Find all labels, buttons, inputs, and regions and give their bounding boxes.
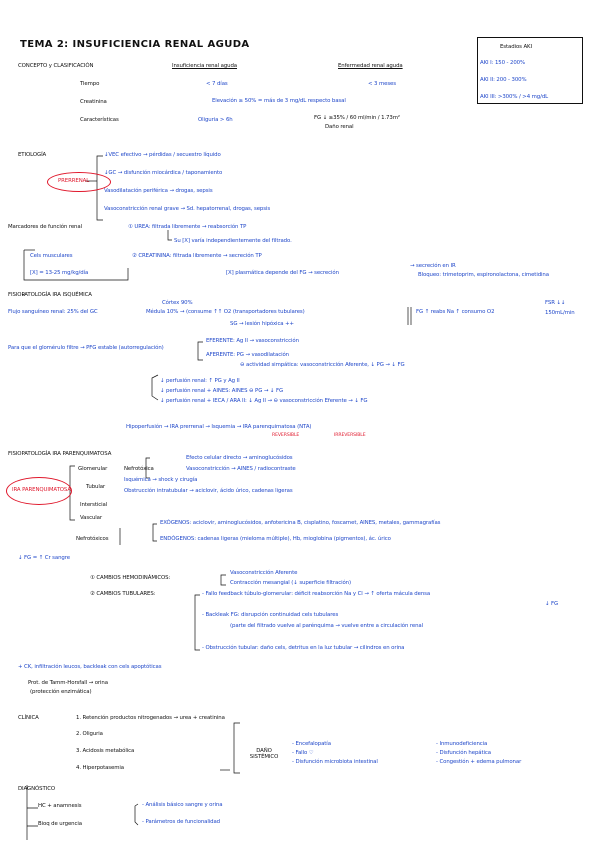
diag-bioq: Bioq de urgencia [38,821,82,827]
ira-parenq-oval [6,477,72,505]
page-title: TEMA 2: INSUFICIENCIA RENAL AGUDA [20,39,250,50]
creatinina-line-2: [X] plasmática depende del FG → secreció… [226,270,339,276]
nefrotoxicos-label: Nefrotóxicos [76,536,109,542]
clinica-item: 1. Retención productos nitrogenados → ur… [76,715,225,721]
ira-parenq-label: IRA PARENQUIMATOSA [12,487,71,493]
concepto-value: Oliguria > 6h [198,117,233,123]
concepto-value: < 3 meses [368,81,396,87]
parenq-label: FISIOPATOLOGÍA IRA PARENQUIMATOSA [8,451,112,457]
marcadores-box-line: Cels musculares [30,253,73,259]
medula-line: Médula 10% → (consume ↑↑ O2 (transportad… [146,309,305,315]
tub-detail: ↓ FG [545,601,559,607]
hemo-detail: Contracción mesangial (↓ superficie filt… [230,580,352,586]
clinica-item: 2. Oliguria [76,731,103,737]
parenq-detail: Efecto celular directo → aminoglucósidos [186,455,293,461]
dano-sistemico: DAÑO SISTÉMICO [249,748,279,761]
clinica-detail: - Disfunción hepática [436,750,491,756]
tub-detail: (parte del filtrado vuelve al parénquima… [230,623,424,629]
diagnostico-label: DIAGNÓSTICO [18,786,55,792]
urea-line-2: Su [X] varía independientemente del filt… [174,238,292,244]
marcadores-label: Marcadores de función renal [8,224,82,230]
concepto-row-label: Características [80,117,119,123]
reversible-label: REVERSIBLE [272,433,300,438]
fsr-line: FSR ↓↓ [545,300,566,306]
concepto-col-2: Enfermedad renal aguda [338,63,403,69]
concepto-row-label: Tiempo [80,81,100,87]
tub-detail: - Backleak FG: disrupción continuidad ce… [202,612,339,618]
diag-detail: - Análisis básico sangre y orina [142,802,223,808]
parenq-item: Intersticial [80,502,108,508]
hemo-detail: Vasoconstricción Aferente [230,570,298,576]
clinica-detail: - Inmunodeficiencia [436,741,488,747]
prot-line-2: (protección enzimática) [30,689,92,695]
cambios-hemo: ① CAMBIOS HEMODINÁMICOS: [90,575,171,581]
concepto-value: < 7 días [206,81,228,87]
concepto-value: FG ↓ ≥35% / 60 ml/min / 1.73m² [314,115,400,121]
parenq-item: Tubular [86,484,106,490]
aki-stage-3: AKI III: >300% / >4 mg/dL [480,94,549,100]
urea-line: ① UREA: filtrada libremente → reabsorció… [128,224,247,230]
glomerulo-line: Para que el glomérulo filtre → PFG estab… [8,345,164,351]
flujo-line: Flujo sanguíneo renal: 25% del GC [8,309,98,315]
etiologia-item: ↓GC → disfunción miocárdica / taponamien… [104,170,223,176]
diag-hc: HC + anamnesis [38,803,82,809]
clinica-detail: - Disfunción microbiota intestinal [292,759,378,765]
parenq-item: Glomerular [78,466,108,472]
etiologia-label: ETIOLOGÍA [18,152,47,158]
diag-detail: - Parámetros de funcionalidad [142,819,220,825]
clinica-detail: - Fallo ♡ [292,750,314,756]
parenq-item: Vascular [80,515,102,521]
aki-stage-2: AKI II: 200 - 300% [480,77,527,83]
tub-detail: - Fallo feedback túbulo-glomerular: défi… [202,591,431,597]
marcadores-box-line: [X] = 13-25 mg/kg/día [30,270,89,276]
concepto-row-label: Creatinina [80,99,107,105]
hipoperfusion-line: Hipoperfusión → IRA prerrenal → Isquemia… [126,424,312,430]
clinica-detail: - Encefalopatía [292,741,331,747]
creatinina-line-4: Bloqueo: trimetoprim, espironolactona, c… [418,272,549,278]
cambios-tub: ② CAMBIOS TUBULARES: [90,591,156,597]
fisio-right: FG ↑ reabs Na ↑ consumo O2 [416,309,495,315]
nefrotoxica-label: Nefrotóxica [124,466,154,472]
clinica-detail: - Congestión + edema pulmonar [436,759,522,765]
ck-line: + CK, infiltración leucos, backleak con … [18,664,162,670]
creatinina-line-3: → secreción en IR [410,263,456,269]
aki-title: Estadios AKI [500,44,532,50]
etiologia-item: Vasodilatación periférica → drogas, seps… [104,188,213,194]
parenq-detail: Isquémica → shock y cirugía [124,477,198,483]
concepto-label: CONCEPTO y CLASIFICACIÓN [18,63,94,69]
creatinina-line: ② CREATININA: filtrada libremente → secr… [132,253,262,259]
concepto-value: Daño renal [325,124,354,130]
parenq-detail: Obstrucción intratubular → aciclovir, ác… [124,488,293,494]
tub-detail: - Obstrucción tubular: daño cels, detrit… [202,645,405,651]
parenq-detail: Vasoconstricción → AINES / radiocontrast… [186,466,296,472]
prot-line: Prot. de Tamm-Horsfall → orina [28,680,108,686]
fisio-label: FISIOPATOLOGÍA IRA ISQUÉMICA [8,292,92,298]
perfusion-line: ↓ perfusión renal: ↑ PG y Ag II [160,378,240,384]
aki-stages-box [477,37,583,104]
concepto-value: Elevación ≥ 50% = más de 3 mg/dL respect… [212,98,346,104]
eferente-line: EFERENTE: Ag II → vasoconstricción [206,338,299,344]
etiologia-item: Vasoconstricción renal grave → Sd. hepat… [104,206,271,212]
fg-line: ↓ FG = ↑ Cr sangre [18,555,70,561]
simpatica-line: ⊖ actividad simpática: vasoconstricción … [240,362,405,368]
irreversible-label: IRREVERSIBLE [334,433,366,438]
clinica-item: 3. Acidosis metabólica [76,748,135,754]
prerrenal-label: PRERRENAL [58,178,90,184]
clinica-label: CLÍNICA [18,715,39,721]
sg-line: SG → lesión hipóxica ++ [230,321,294,327]
exogenos-line: EXÓGENOS: aciclovir, aminoglucósidos, an… [160,520,441,526]
concepto-col-1: Insuficiencia renal aguda [172,63,238,69]
etiologia-item: ↓VEC efectivo → pérdidas / secuestro líq… [104,152,221,158]
cortex-line: Córtex 90% [162,300,193,306]
aki-stage-1: AKI I: 150 - 200% [480,60,526,66]
aferente-line: AFERENTE: PG → vasodilatación [206,352,289,358]
perfusion-line: ↓ perfusión renal + AINES: AINES ⊖ PG → … [160,388,284,394]
clinica-item: 4. Hiperpotasemia [76,765,124,771]
prerrenal-oval [47,172,111,192]
ml-line: 150mL/min [545,310,575,316]
perfusion-line: ↓ perfusión renal + IECA / ARA II: ↓ Ag … [160,398,368,404]
endogenos-line: ENDÓGENOS: cadenas ligeras (mieloma múlt… [160,536,391,542]
